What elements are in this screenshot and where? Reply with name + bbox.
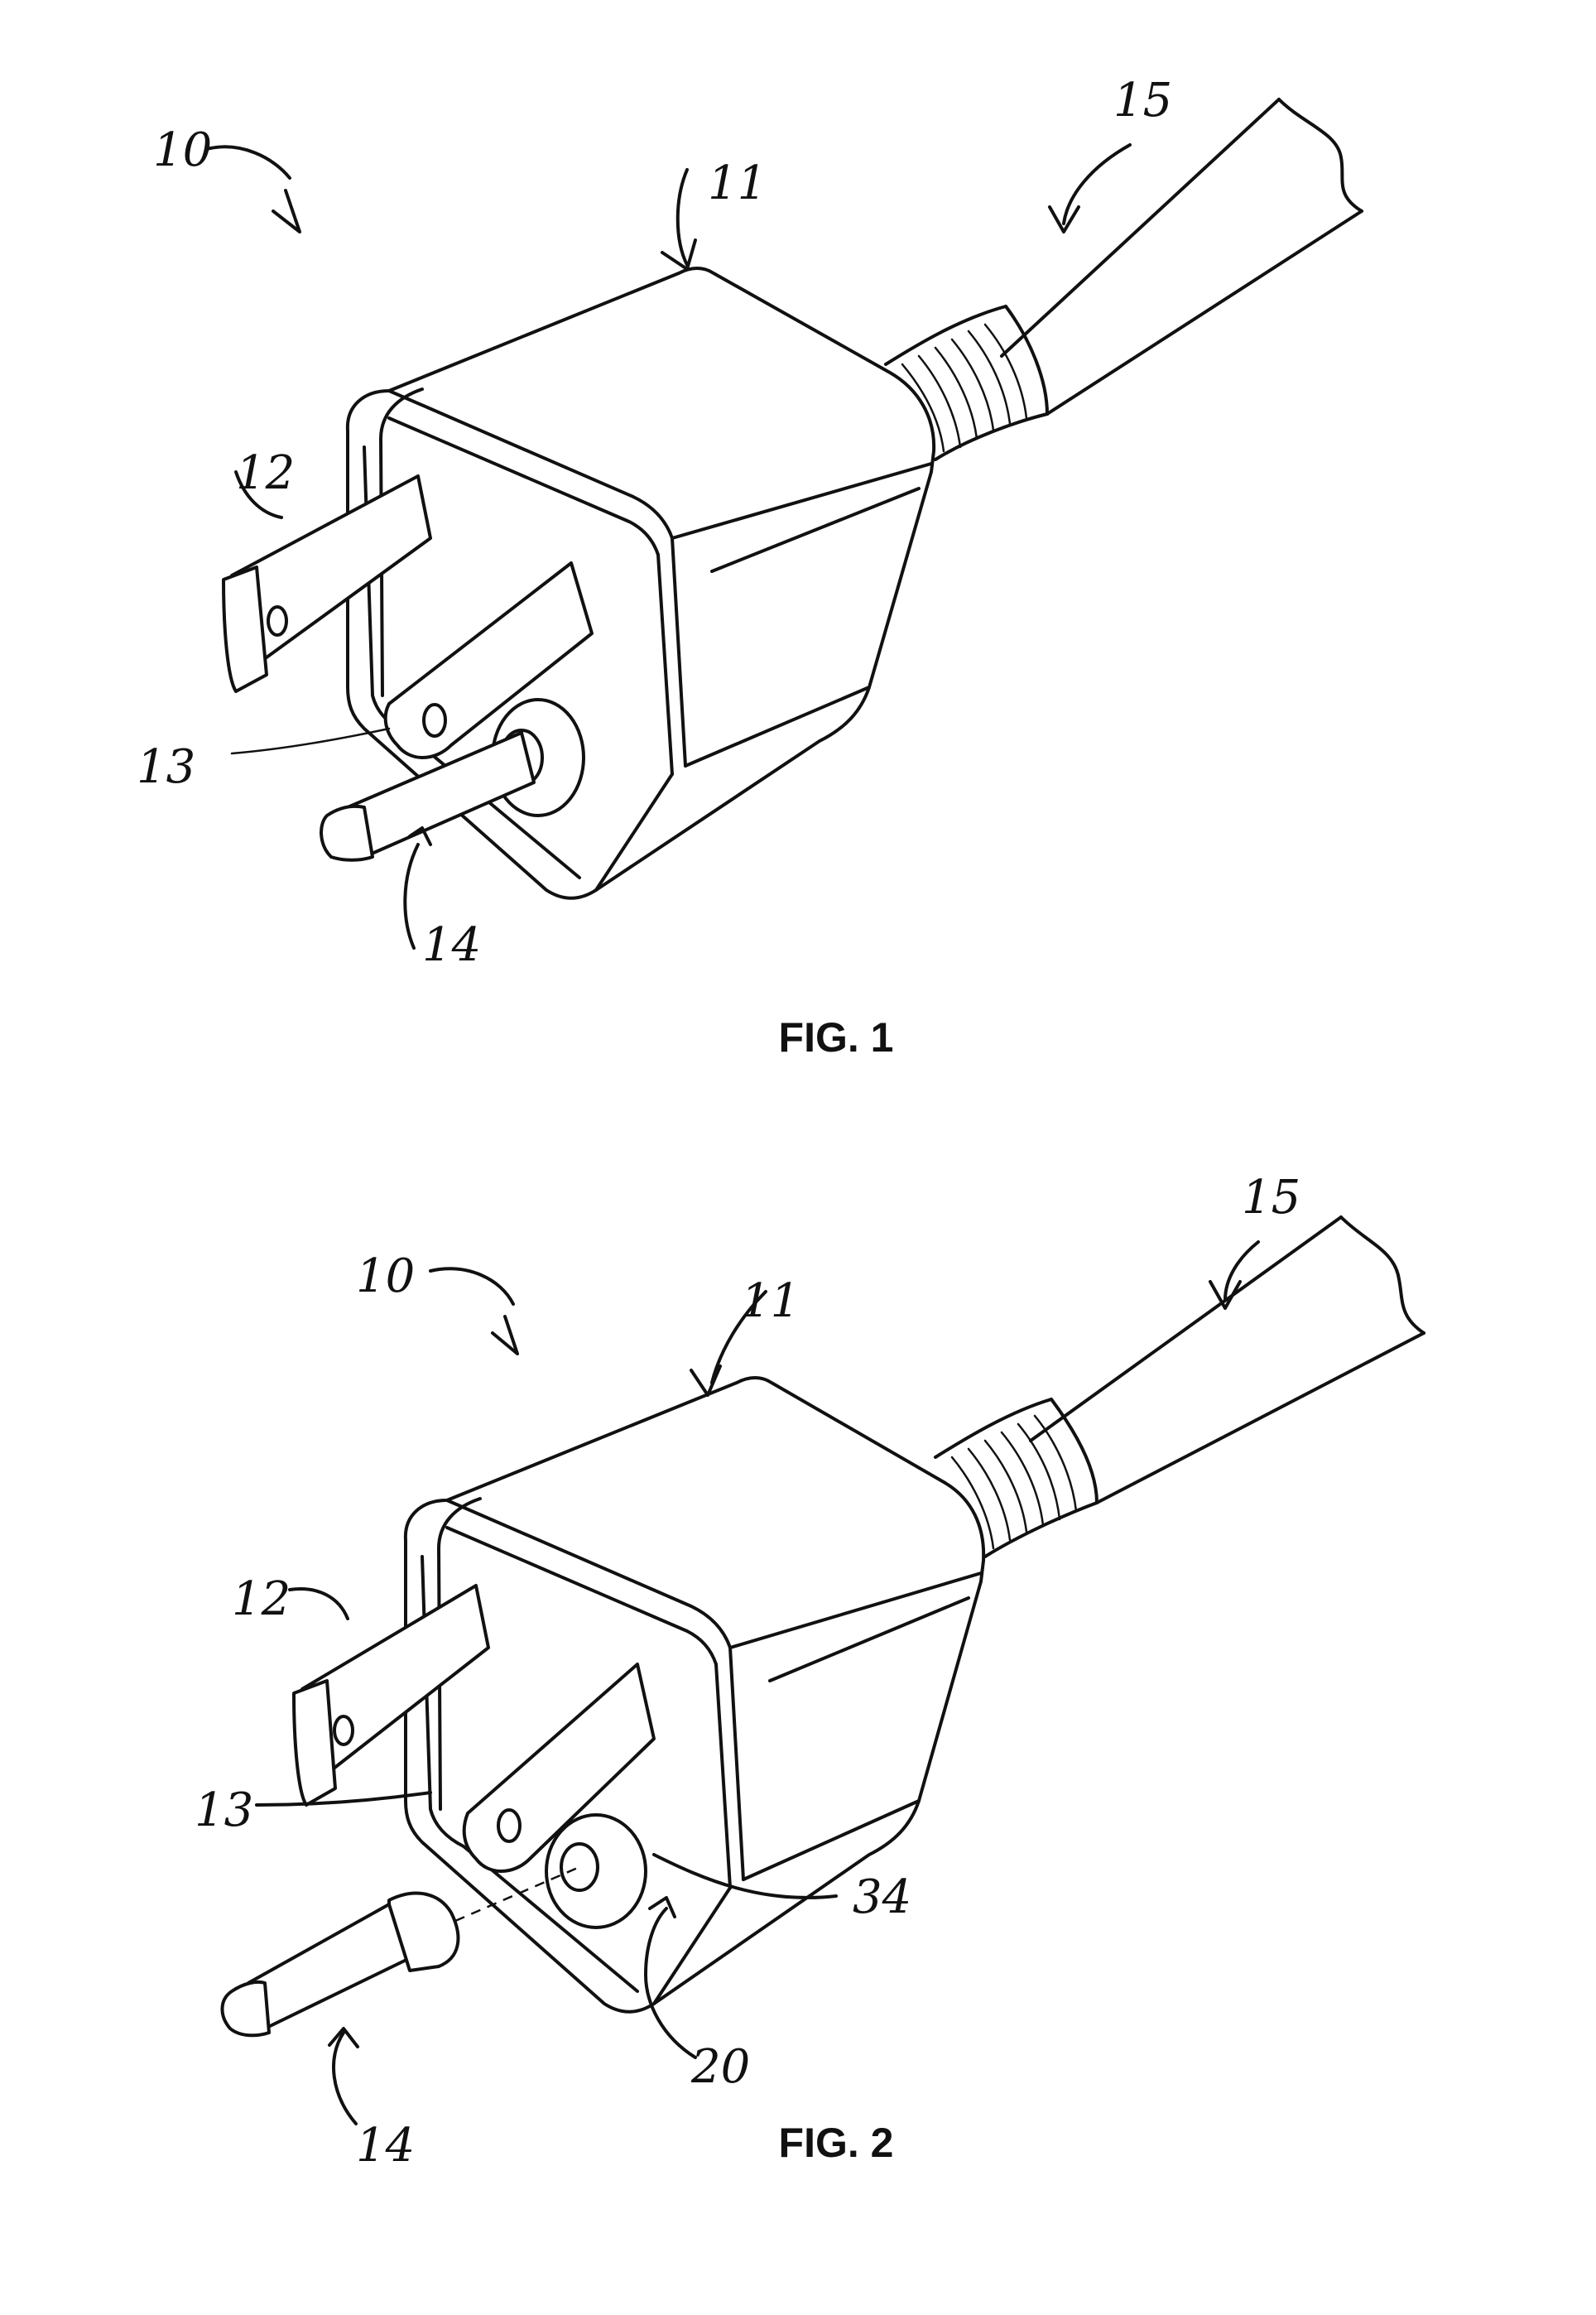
power-cord [934,1215,1425,1558]
ref-labels-fig1: 10 11 15 12 13 14 [137,74,1172,972]
ref-12: 12 [236,446,295,500]
ref-11: 11 [741,1274,800,1328]
ground-pin-14 [220,1891,460,2038]
figure-2-caption: FIG. 2 [779,2120,894,2166]
ref-10: 10 [153,123,212,177]
ref-15: 15 [1242,1171,1300,1225]
leader-lines-fig2 [255,1240,1260,2125]
ref-13: 13 [137,740,195,794]
socket-20 [454,1813,647,1929]
ref-14: 14 [422,918,481,972]
leader-lines-fig1 [205,143,1132,950]
blade-13 [383,561,594,759]
figure-1-caption: FIG. 1 [779,1014,894,1061]
ground-pin-14 [320,698,585,862]
blade-12 [292,1584,490,1807]
figure-2: 10 11 15 12 13 34 20 14 FIG. 2 [195,1171,1425,2173]
blade-13 [462,1663,656,1873]
ref-11: 11 [708,156,767,210]
power-cord [884,98,1363,461]
ref-15: 15 [1113,74,1172,128]
ref-10: 10 [356,1249,415,1303]
ref-13: 13 [195,1783,253,1837]
figure-1: 10 11 15 12 13 14 FIG. 1 [137,74,1363,1061]
ref-labels-fig2: 10 11 15 12 13 34 20 14 [195,1171,1300,2173]
ref-34: 34 [853,1870,911,1924]
blade-12 [222,474,432,693]
ref-20: 20 [690,2040,750,2094]
ref-14: 14 [356,2119,415,2173]
ref-12: 12 [232,1572,291,1626]
